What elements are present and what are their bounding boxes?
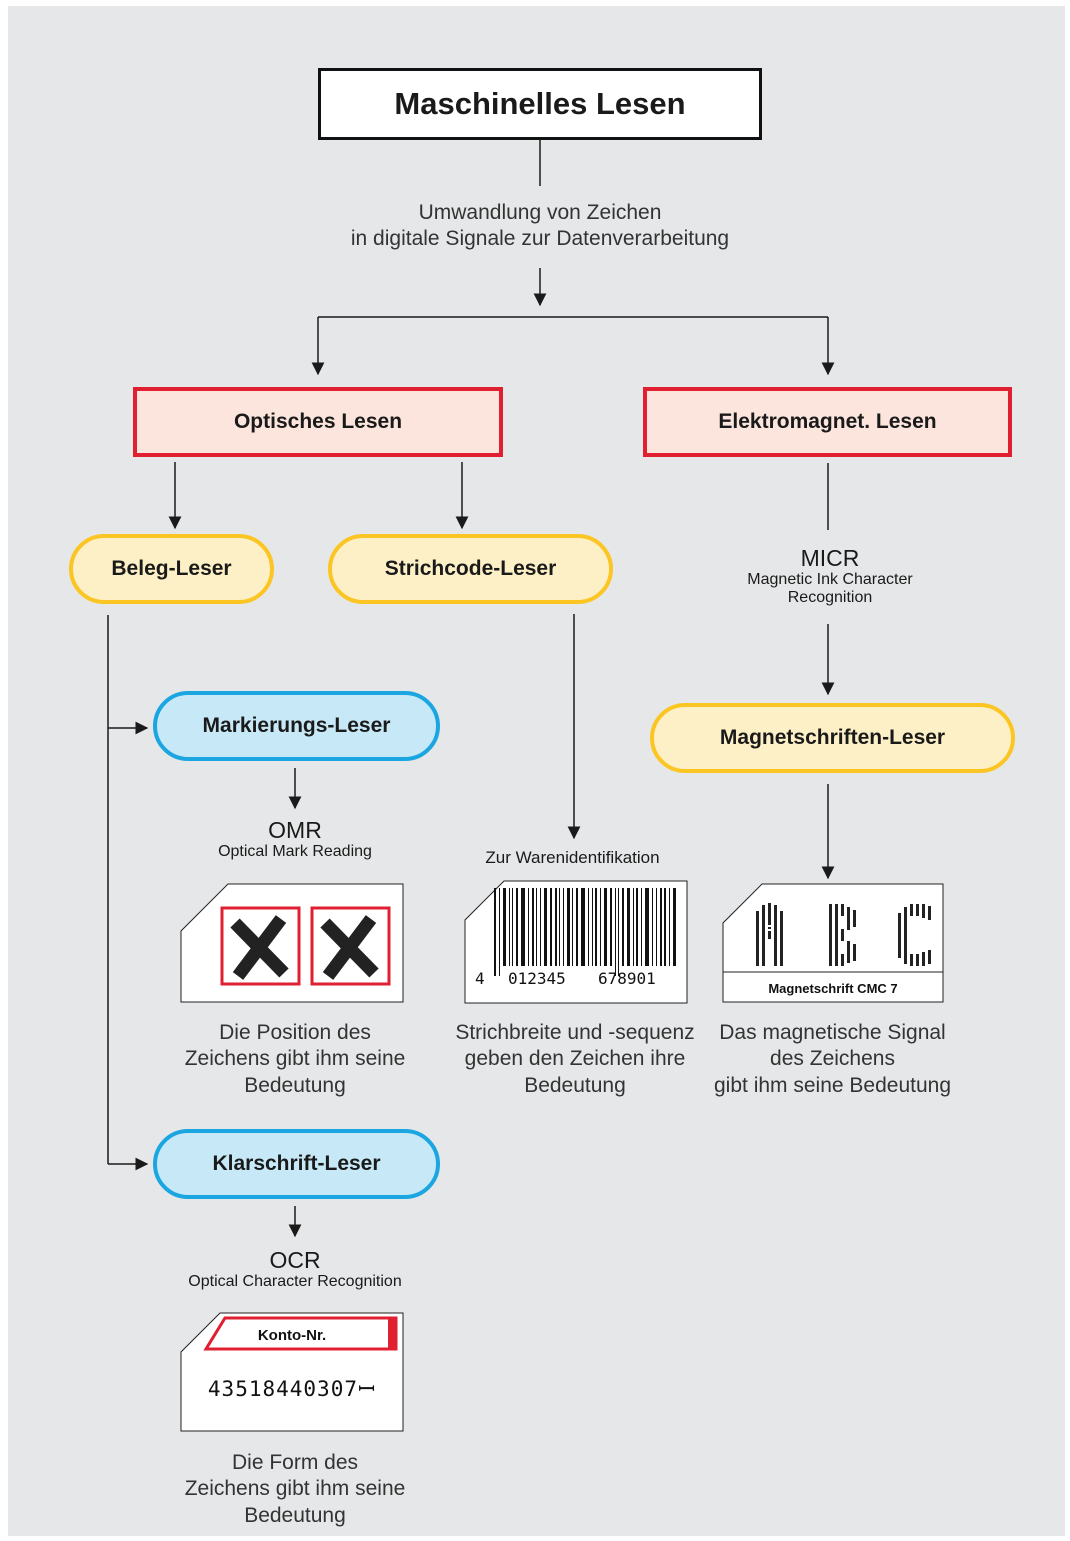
mark-reader-label: Markierungs-Leser [202, 714, 391, 737]
barcode-description: Strichbreite und -sequenz geben den Zeic… [440, 1020, 710, 1099]
barcode-caption: Zur Warenidentifikation [485, 848, 660, 867]
barcode-bar [656, 888, 657, 966]
title-box: Maschinelles Lesen [318, 68, 762, 140]
barcode-desc-line-2: geben den Zeichen ihre [464, 1047, 686, 1071]
magnetic-desc-line-2: des Zeichens [770, 1047, 895, 1071]
barcode-desc-line-1: Strichbreite und -sequenz [455, 1021, 695, 1044]
micr-abbr: MICR [800, 545, 860, 571]
electromagnetic-reading-label: Elektromagnet. Lesen [718, 410, 937, 433]
barcode-bar [563, 888, 564, 966]
cmc7-letters [756, 903, 931, 966]
optical-reading-label: Optisches Lesen [233, 410, 403, 433]
barcode-bar [550, 888, 552, 966]
barcode-bar [664, 888, 666, 966]
barcode-desc-line-3: Bedeutung [524, 1073, 626, 1097]
ocr-desc-line-1: Die Form des [231, 1451, 359, 1474]
ocr-full: Optical Character Recognition [188, 1273, 402, 1291]
barcode-bar [532, 888, 534, 966]
barcode-bar [572, 888, 573, 966]
barcode-bar [567, 888, 570, 966]
magnetic-reader-label: Magnetschriften-Leser [719, 726, 946, 749]
barcode-card: 4 012345 678901 [464, 880, 688, 1004]
barcode-bar [633, 888, 634, 966]
barcode-bar [494, 888, 496, 976]
intro-line-2: in digitale Signale zur Datenverarbeitun… [350, 227, 730, 251]
intro-line-1: Umwandlung von Zeichen [418, 201, 662, 224]
beleg-reader-pill: Beleg-Leser [69, 534, 274, 604]
plain-text-reader-pill: Klarschrift-Leser [153, 1129, 440, 1199]
barcode-bar [512, 888, 513, 966]
magnetic-description: Das magnetische Signal des Zeichens gibt… [705, 1020, 960, 1099]
ocr-text: OCR Optical Character Recognition [150, 1247, 440, 1291]
barcode-bar [673, 888, 676, 966]
plain-text-reader-label: Klarschrift-Leser [212, 1152, 381, 1175]
barcode-bar [627, 888, 630, 966]
barcode-bar [615, 888, 616, 976]
barcode-bar [516, 888, 518, 966]
ocr-desc-line-2: Zeichens gibt ihm seine [184, 1477, 406, 1501]
barcode-bar [636, 888, 638, 966]
barcode-bar [588, 888, 589, 966]
ocr-description: Die Form des Zeichens gibt ihm seine Bed… [170, 1450, 420, 1529]
magnetic-card-caption: Magnetschrift CMC 7 [768, 981, 897, 996]
ocr-abbr: OCR [269, 1247, 321, 1273]
magnetic-desc-line-3: gibt ihm seine Bedeutung [714, 1073, 951, 1097]
omr-abbr: OMR [268, 817, 322, 843]
barcode-bar [652, 888, 653, 966]
barcode-bar [528, 888, 529, 966]
barcode-bar [521, 888, 525, 966]
barcode-bar [536, 888, 537, 966]
barcode-bar [499, 888, 500, 976]
barcode-reader-label: Strichcode-Leser [384, 557, 557, 580]
barcode-bar [610, 888, 612, 966]
barcode-bar [581, 888, 585, 966]
omr-desc-line-2: Zeichens gibt ihm seine [184, 1047, 406, 1071]
barcode-bar [540, 888, 541, 966]
barcode-bar [600, 888, 601, 966]
micr-full-line-2: Recognition [787, 589, 873, 607]
barcode-bar [645, 888, 649, 966]
mark-reader-pill: Markierungs-Leser [153, 691, 440, 761]
omr-desc-line-1: Die Position des [219, 1021, 371, 1044]
barcode-digits-middle: 012345 [508, 969, 566, 988]
micr-text: MICR Magnetic Ink Character Recognition [700, 545, 960, 607]
barcode-bar [544, 888, 547, 966]
ocr-card-title: Konto-Nr. [258, 1327, 326, 1344]
optical-reading-box: Optisches Lesen [133, 387, 503, 457]
barcode-bar [559, 888, 560, 966]
barcode-bars [494, 888, 676, 976]
omr-text: OMR Optical Mark Reading [190, 817, 400, 861]
barcode-bar [622, 888, 624, 966]
barcode-bar [604, 888, 607, 966]
ocr-desc-line-3: Bedeutung [244, 1503, 346, 1527]
barcode-reader-pill: Strichcode-Leser [328, 534, 613, 604]
omr-full: Optical Mark Reading [218, 843, 372, 861]
barcode-bar [660, 888, 662, 966]
magnetic-desc-line-1: Das magnetische Signal [719, 1021, 946, 1044]
barcode-bar [618, 888, 619, 976]
beleg-reader-label: Beleg-Leser [111, 557, 232, 580]
barcode-bar [592, 888, 593, 966]
ocr-account-card: Konto-Nr. 43518440307ꟷ [180, 1312, 404, 1432]
barcode-bar [555, 888, 557, 966]
magnetic-reader-pill: Magnetschriften-Leser [650, 703, 1015, 773]
barcode-bar [595, 888, 597, 966]
barcode-bar [509, 888, 510, 966]
barcode-digit-left: 4 [475, 969, 485, 988]
title-label: Maschinelles Lesen [394, 86, 686, 121]
magnetic-card: Magnetschrift CMC 7 [722, 883, 944, 1003]
barcode-digits-right: 678901 [598, 969, 656, 988]
barcode-bar [503, 888, 506, 966]
barcode-bar [669, 888, 670, 966]
ocr-card-number: 43518440307ꟷ [208, 1377, 376, 1401]
omr-description: Die Position des Zeichens gibt ihm seine… [170, 1020, 420, 1099]
omr-mark-card [180, 883, 404, 1003]
barcode-bar [641, 888, 642, 966]
omr-desc-line-3: Bedeutung [244, 1073, 346, 1097]
barcode-bar [576, 888, 578, 966]
intro-text: Umwandlung von Zeichen in digitale Signa… [300, 200, 780, 253]
electromagnetic-reading-box: Elektromagnet. Lesen [643, 387, 1012, 457]
micr-full-line-1: Magnetic Ink Character [747, 571, 913, 589]
